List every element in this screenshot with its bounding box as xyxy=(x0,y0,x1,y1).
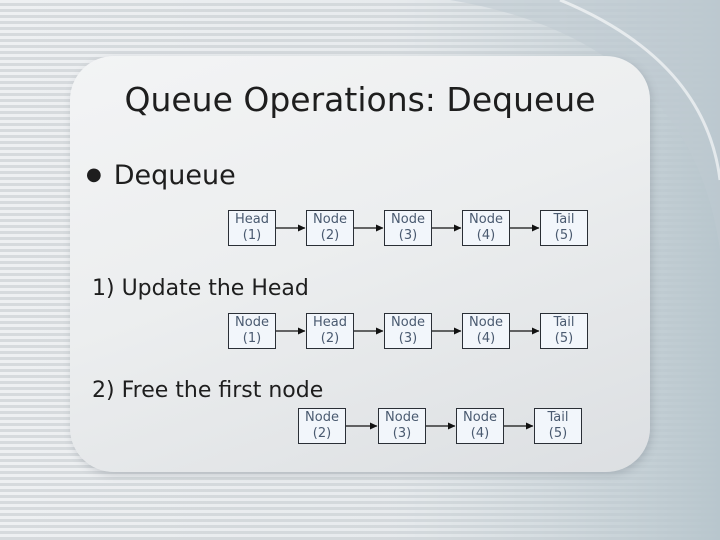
node-index: (5) xyxy=(554,228,574,243)
row1-node-3: Node (3) xyxy=(384,210,432,246)
node-label: Node xyxy=(391,315,425,330)
node-index: (2) xyxy=(320,331,340,346)
node-label: Node xyxy=(305,410,339,425)
node-label: Head xyxy=(313,315,347,330)
node-index: (4) xyxy=(476,331,496,346)
content-panel xyxy=(70,56,650,472)
node-index: (1) xyxy=(242,331,262,346)
row3-node-4: Tail (5) xyxy=(534,408,582,444)
node-label: Node xyxy=(469,315,503,330)
bullet-text: Dequeue xyxy=(113,160,236,191)
step-free-node: 2) Free the first node xyxy=(92,378,324,403)
node-index: (1) xyxy=(242,228,262,243)
node-label: Node xyxy=(235,315,269,330)
node-label: Node xyxy=(391,212,425,227)
node-label: Tail xyxy=(547,410,569,425)
row3-node-1: Node (2) xyxy=(298,408,346,444)
row1-node-2: Node (2) xyxy=(306,210,354,246)
row1-node-5: Tail (5) xyxy=(540,210,588,246)
node-index: (3) xyxy=(398,331,418,346)
node-index: (2) xyxy=(312,426,332,441)
node-index: (3) xyxy=(398,228,418,243)
row1-node-1: Head (1) xyxy=(228,210,276,246)
row2-node-2: Head (2) xyxy=(306,313,354,349)
bullet-item: ● Dequeue xyxy=(86,160,236,191)
node-index: (5) xyxy=(548,426,568,441)
node-label: Head xyxy=(235,212,269,227)
node-label: Tail xyxy=(553,212,575,227)
node-label: Tail xyxy=(553,315,575,330)
node-index: (2) xyxy=(320,228,340,243)
node-label: Node xyxy=(313,212,347,227)
row2-node-5: Tail (5) xyxy=(540,313,588,349)
node-label: Node xyxy=(469,212,503,227)
slide-title: Queue Operations: Dequeue xyxy=(124,80,596,119)
node-index: (5) xyxy=(554,331,574,346)
row2-node-4: Node (4) xyxy=(462,313,510,349)
bullet-dot-icon: ● xyxy=(86,164,102,185)
node-label: Node xyxy=(385,410,419,425)
row3-node-3: Node (4) xyxy=(456,408,504,444)
step-update-head: 1) Update the Head xyxy=(92,276,309,301)
node-index: (4) xyxy=(476,228,496,243)
node-index: (3) xyxy=(392,426,412,441)
row1-node-4: Node (4) xyxy=(462,210,510,246)
node-index: (4) xyxy=(470,426,490,441)
row2-node-3: Node (3) xyxy=(384,313,432,349)
row3-node-2: Node (3) xyxy=(378,408,426,444)
row2-node-1: Node (1) xyxy=(228,313,276,349)
node-label: Node xyxy=(463,410,497,425)
